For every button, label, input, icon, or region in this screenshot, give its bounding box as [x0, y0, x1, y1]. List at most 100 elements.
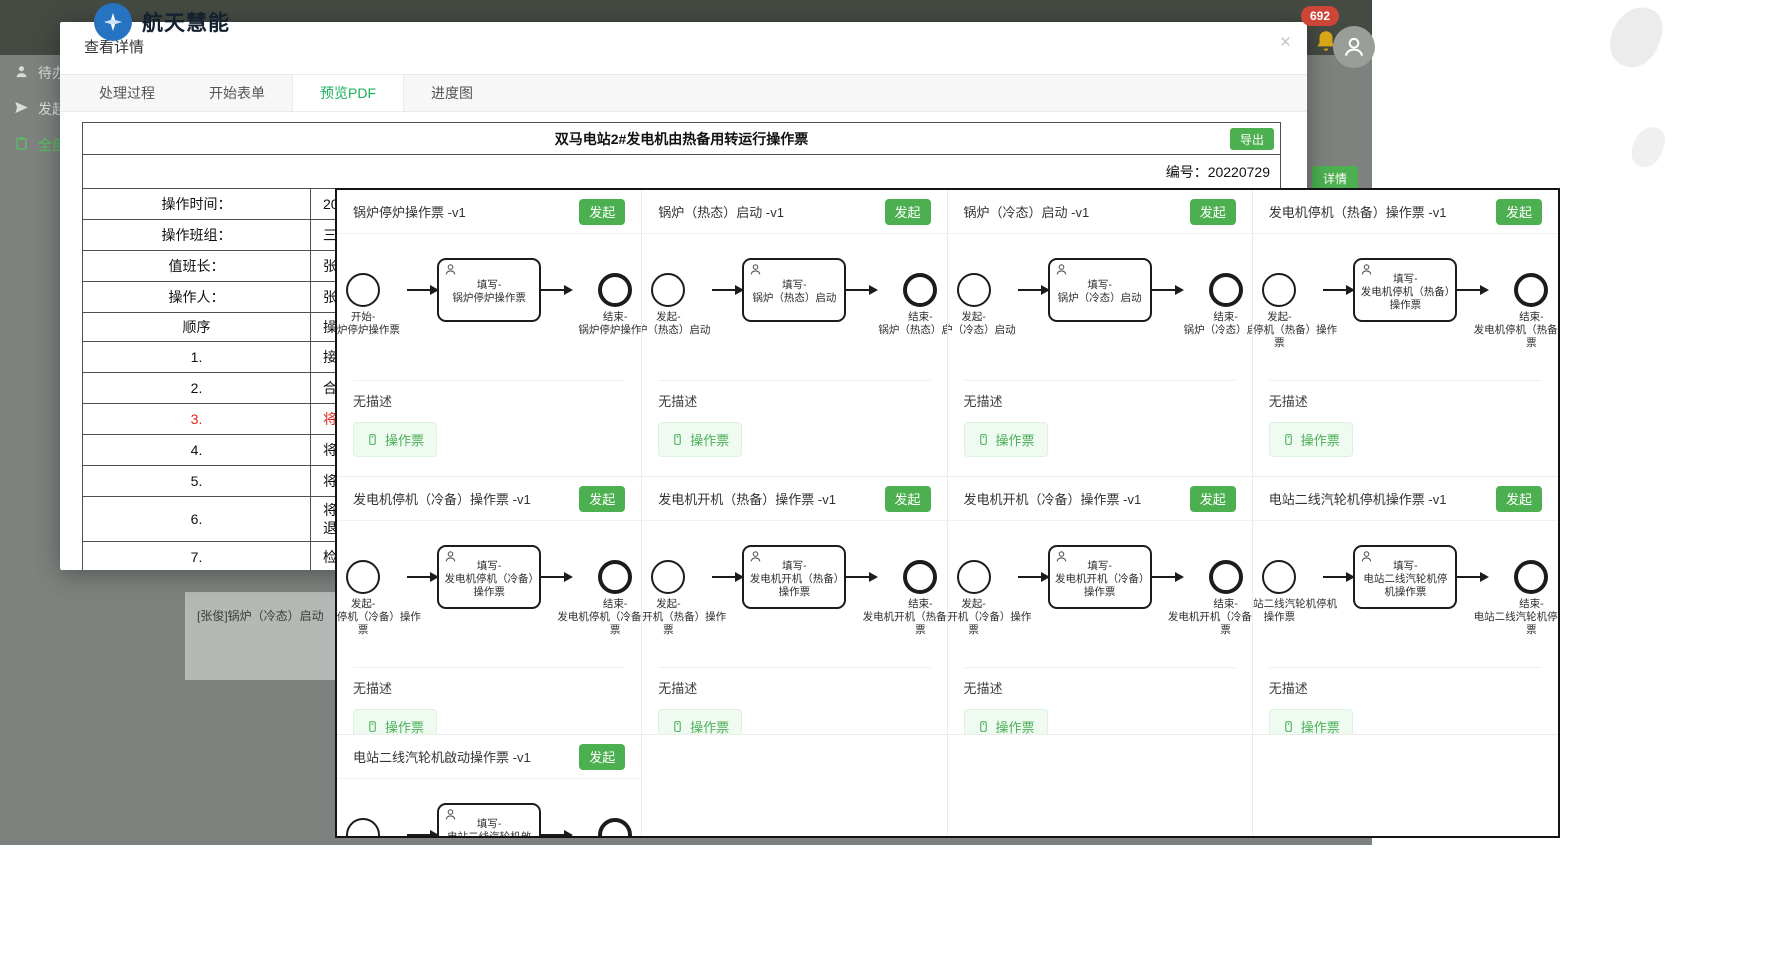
start-node: 发起- 发电机开机（热备）操作票 — [642, 545, 726, 637]
detail-button[interactable]: 详情 — [1312, 166, 1358, 190]
flow-arrow-icon — [1017, 285, 1050, 295]
user-task-icon — [1055, 263, 1068, 281]
bpmn-diagram: 发起- 发电机开机（热备）操作票 填写- 发电机开机（热备）操作票 结束- 发电… — [642, 521, 946, 667]
user-task-node: 填写- 电站二线汽轮机停机操作票 — [1353, 545, 1458, 609]
launch-button[interactable]: 发起 — [1189, 198, 1236, 225]
bpmn-diagram: 发起电站二线汽轮机停机操作票 填写- 电站二线汽轮机停机操作票 结束- 电站二线… — [1253, 521, 1558, 667]
user-task-icon — [1360, 263, 1373, 281]
user-task-node: 填写- 锅炉停炉操作票 — [437, 258, 542, 322]
launch-button[interactable]: 发起 — [579, 743, 626, 770]
bpmn-diagram: 发起- 发电机停机（冷备）操作票 填写- 发电机停机（冷备）操作票 结束- 发电… — [337, 521, 641, 667]
ticket-tag[interactable]: 操作票 — [963, 422, 1048, 457]
bpmn-diagram: 发起- 锅炉（热态）启动 填写- 锅炉（热态）启动 结束- 锅炉（热态）启动 — [642, 234, 946, 380]
start-node: 开始- 锅炉停炉操作票 — [337, 258, 407, 337]
notification-badge: 692 — [1301, 6, 1339, 26]
card-title: 锅炉停炉操作票 -v1 — [353, 205, 466, 220]
user-task-node: 填写- 发电机停机（热备）操作票 — [1353, 258, 1458, 322]
ticket-tag[interactable]: 操作票 — [1268, 709, 1353, 734]
start-event-icon — [651, 560, 686, 594]
launch-button[interactable]: 发起 — [579, 485, 626, 512]
ticket-tag[interactable]: 操作票 — [658, 422, 743, 457]
card-title: 发电机停机（冷备）操作票 -v1 — [353, 492, 531, 507]
tab-3[interactable]: 预览PDF — [292, 75, 404, 111]
workflow-card: 锅炉（热态）启动 -v1 发起 发起- 锅炉（热态）启动 填写- 锅炉（热态）启… — [642, 190, 948, 477]
bell-icon[interactable] — [1313, 28, 1339, 59]
user-task-icon — [1055, 550, 1068, 568]
divider — [963, 380, 1236, 381]
launch-button[interactable]: 发起 — [884, 198, 931, 225]
workflow-card: 锅炉（冷态）启动 -v1 发起 发起- 锅炉（冷态）启动 填写- 锅炉（冷态）启… — [947, 190, 1253, 477]
sidebar-item-2[interactable]: 发起 — [14, 96, 66, 122]
end-event-icon — [1208, 560, 1243, 594]
user-task-node: 填写- 发电机开机（冷备）操作票 — [1047, 545, 1152, 609]
user-task-icon — [444, 808, 457, 826]
bpmn-diagram: 发起- 电站二线汽轮机啟动操作票 填写- 电站二线汽轮机啟动操作票 结束- 电站… — [337, 779, 641, 836]
background-list-panel: [张俊]锅炉（冷态）启动 — [185, 592, 337, 680]
avatar[interactable] — [1333, 26, 1375, 68]
card-description: 无描述 — [963, 681, 1003, 696]
flow-arrow-icon — [1323, 572, 1356, 582]
export-button[interactable]: 导出 — [1230, 128, 1274, 150]
launch-button[interactable]: 发起 — [1496, 198, 1542, 225]
end-node: 结束- 发电机开机（热备）操作票 — [863, 545, 946, 637]
divider — [963, 667, 1236, 668]
workflow-card: 电站二线汽轮机停机操作票 -v1 发起 发起电站二线汽轮机停机操作票 填写- 电… — [1252, 477, 1558, 735]
card-title: 电站二线汽轮机啟动操作票 -v1 — [353, 750, 531, 765]
card-description: 无描述 — [353, 394, 393, 409]
user-task-icon — [1360, 550, 1373, 568]
start-node: 发起- 锅炉（热态）启动 — [642, 258, 712, 337]
flow-arrow-icon — [407, 830, 440, 836]
card-title: 锅炉（热态）启动 -v1 — [658, 205, 784, 220]
start-event-icon — [956, 560, 991, 594]
flow-arrow-icon — [712, 285, 745, 295]
ticket-tag[interactable]: 操作票 — [353, 422, 438, 457]
ticket-tag[interactable]: 操作票 — [963, 709, 1048, 734]
ticket-tag[interactable]: 操作票 — [353, 709, 438, 734]
brand: 航天慧能 — [94, 3, 230, 41]
card-title: 电站二线汽轮机停机操作票 -v1 — [1268, 492, 1447, 507]
brand-logo-icon — [94, 3, 132, 41]
end-node: 结束- 电站二线汽轮机啟动操作票 — [571, 803, 641, 836]
sidebar-item-3[interactable]: 全部 — [14, 132, 66, 158]
launch-button[interactable]: 发起 — [884, 485, 931, 512]
workflow-card: 发电机停机（热备）操作票 -v1 发起 发起- 发电机停机（热备）操作票 填写-… — [1252, 190, 1558, 477]
start-node: 发起- 发电机停机（冷备）操作票 — [337, 545, 421, 637]
end-node: 结束- 发电机开机（冷备）操作票 — [1168, 545, 1252, 637]
tab-2[interactable]: 开始表单 — [209, 85, 265, 101]
launch-button[interactable]: 发起 — [1189, 485, 1236, 512]
start-event-icon — [346, 818, 381, 836]
clipboard-icon — [14, 136, 29, 154]
user-task-node: 填写- 发电机开机（热备）操作票 — [742, 545, 847, 609]
end-node: 结束- 锅炉（冷态）启动 — [1182, 258, 1252, 337]
card-description: 无描述 — [1268, 681, 1308, 696]
flow-arrow-icon — [1457, 285, 1490, 295]
start-node: 发起电站二线汽轮机停机操作票 — [1253, 545, 1337, 624]
flow-arrow-icon — [541, 572, 574, 582]
user-task-node: 填写- 电站二线汽轮机啟动操作票 — [437, 803, 542, 836]
end-node: 结束- 发电机停机（冷备）操作票 — [557, 545, 641, 637]
bpmn-diagram: 发起- 发电机开机（冷备）操作票 填写- 发电机开机（冷备）操作票 结束- 发电… — [948, 521, 1252, 667]
card-description: 无描述 — [658, 394, 698, 409]
close-icon[interactable]: × — [1279, 32, 1291, 53]
ticket-tag[interactable]: 操作票 — [1268, 422, 1353, 457]
bpmn-diagram: 开始- 锅炉停炉操作票 填写- 锅炉停炉操作票 结束- 锅炉停炉操作票 — [337, 234, 641, 380]
doc-number: 编号：20220729 — [82, 154, 1281, 189]
end-node: 结束- 锅炉（热态）启动 — [876, 258, 946, 337]
decorative-shape — [1603, 0, 1669, 74]
sidebar-item-1[interactable]: 待办 — [14, 60, 66, 86]
start-node: 发起- 锅炉（冷态）启动 — [948, 258, 1018, 337]
workflow-card: 发电机开机（热备）操作票 -v1 发起 发起- 发电机开机（热备）操作票 填写-… — [642, 477, 948, 735]
user-task-icon — [444, 263, 457, 281]
ticket-tag[interactable]: 操作票 — [658, 709, 743, 734]
divider — [658, 380, 931, 381]
tab-4[interactable]: 进度图 — [431, 85, 473, 101]
user-task-icon — [749, 550, 762, 568]
launch-button[interactable]: 发起 — [1496, 485, 1542, 512]
launch-button[interactable]: 发起 — [579, 198, 626, 225]
end-node: 结束- 电站二线汽轮机停机操作票 — [1474, 545, 1558, 637]
bpmn-diagram: 发起- 发电机停机（热备）操作票 填写- 发电机停机（热备）操作票 结束- 发电… — [1253, 234, 1558, 380]
flow-arrow-icon — [846, 572, 879, 582]
tab-1[interactable]: 处理过程 — [99, 85, 155, 101]
user-task-node: 填写- 锅炉（热态）启动 — [742, 258, 847, 322]
